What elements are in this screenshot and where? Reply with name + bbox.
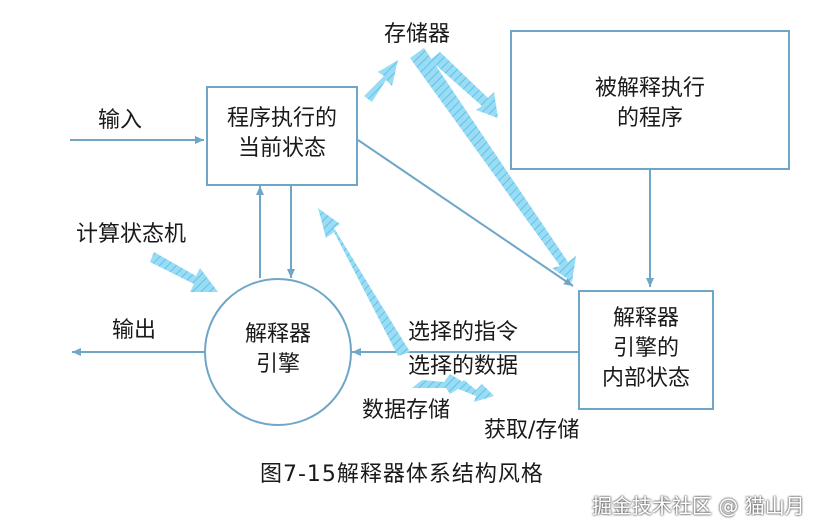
engine-internal-state-line3: 内部状态 <box>601 366 690 391</box>
current-state-line2: 当前状态 <box>237 136 326 161</box>
interpreter-engine-line2: 引擎 <box>255 352 300 377</box>
current-state-box <box>206 86 358 186</box>
engine-internal-state-box <box>578 290 714 410</box>
wide-arrow-to-storage <box>364 60 398 102</box>
interpreted-program-line2: 的程序 <box>616 106 683 131</box>
wide-arrow-fetch-store <box>456 380 494 402</box>
figure-caption: 图7-15解释器体系结构风格 <box>260 462 544 487</box>
interpreted-program-line1: 被解释执行 <box>594 76 705 101</box>
input-label: 输入 <box>98 108 143 133</box>
fetch-store-label: 获取/存储 <box>484 418 580 443</box>
selected-instruction-label: 选择的指令 <box>408 320 519 345</box>
selected-data-label: 选择的数据 <box>408 354 519 379</box>
wide-arrow-storage-to-program <box>430 52 498 118</box>
state-to-internal-arrow <box>357 139 574 287</box>
current-state-box-text: 程序执行的 当前状态 <box>206 104 358 164</box>
watermark-text: 掘金技术社区 @ 猫山月 <box>592 494 805 518</box>
interpreted-program-box-text: 被解释执行 的程序 <box>510 74 790 134</box>
wide-arrow-data-storage <box>412 374 466 394</box>
interpreter-engine-circle <box>204 278 352 426</box>
state-machine-label: 计算状态机 <box>76 222 187 247</box>
output-label: 输出 <box>112 318 157 343</box>
interpreter-engine-line1: 解释器 <box>244 322 311 347</box>
data-storage-label: 数据存储 <box>362 398 451 423</box>
engine-internal-state-line1: 解释器 <box>612 306 679 331</box>
storage-label: 存储器 <box>384 22 451 47</box>
interpreter-engine-text: 解释器 引擎 <box>204 320 352 380</box>
engine-internal-state-box-text: 解释器 引擎的 内部状态 <box>578 304 714 394</box>
wide-arrow-state-machine <box>150 252 218 292</box>
current-state-line1: 程序执行的 <box>226 106 337 131</box>
interpreted-program-box <box>510 30 790 170</box>
wide-arrow-storage-to-internal <box>410 48 576 282</box>
wide-arrow-instruction-to-state <box>318 208 410 356</box>
engine-internal-state-line2: 引擎的 <box>612 336 679 361</box>
